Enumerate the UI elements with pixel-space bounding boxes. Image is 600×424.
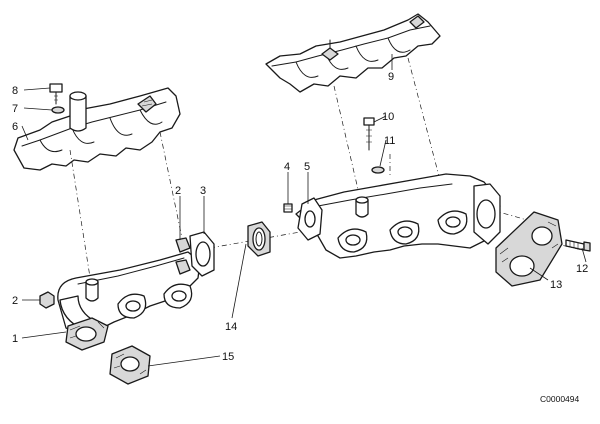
callout-8: 8 bbox=[12, 85, 18, 97]
rear-manifold-ports bbox=[337, 210, 468, 253]
callout-2-clamp: 2 bbox=[175, 185, 181, 197]
front-exhaust-manifold bbox=[57, 231, 215, 335]
callout-5: 5 bbox=[304, 161, 310, 173]
callout-1: 1 bbox=[12, 333, 18, 345]
callout-4: 4 bbox=[284, 161, 290, 173]
callout-10: 10 bbox=[382, 111, 394, 123]
flange-gasket bbox=[109, 345, 151, 385]
callout-14: 14 bbox=[225, 321, 237, 333]
washer-11 bbox=[371, 166, 385, 174]
callout-7: 7 bbox=[12, 103, 18, 115]
bolt-8 bbox=[49, 83, 63, 105]
callout-15: 15 bbox=[222, 351, 234, 363]
nut-2-left bbox=[39, 291, 55, 309]
bolt-10 bbox=[363, 117, 375, 151]
callout-6: 6 bbox=[12, 121, 18, 133]
callout-2-nut: 2 bbox=[12, 295, 18, 307]
outlet-gasket bbox=[495, 211, 563, 287]
callout-9: 9 bbox=[388, 71, 394, 83]
front-gasket bbox=[65, 317, 109, 351]
rear-exhaust-manifold bbox=[295, 173, 501, 259]
callout-3: 3 bbox=[200, 185, 206, 197]
stud-12 bbox=[565, 239, 591, 252]
front-manifold-ports bbox=[117, 283, 193, 319]
leader-lines bbox=[21, 54, 587, 367]
callout-13: 13 bbox=[550, 279, 562, 291]
callout-labels: 1 2 2 3 4 5 6 7 8 9 10 11 12 13 14 15 bbox=[12, 71, 588, 363]
left-heat-shield bbox=[13, 87, 181, 171]
diagram-reference-code: C0000494 bbox=[540, 394, 580, 404]
callout-12: 12 bbox=[576, 263, 588, 275]
sealing-ring bbox=[247, 221, 271, 257]
right-heat-shield bbox=[265, 13, 441, 93]
washer-7 bbox=[51, 106, 65, 114]
stud-4 bbox=[283, 203, 293, 213]
callout-11: 11 bbox=[384, 135, 395, 147]
